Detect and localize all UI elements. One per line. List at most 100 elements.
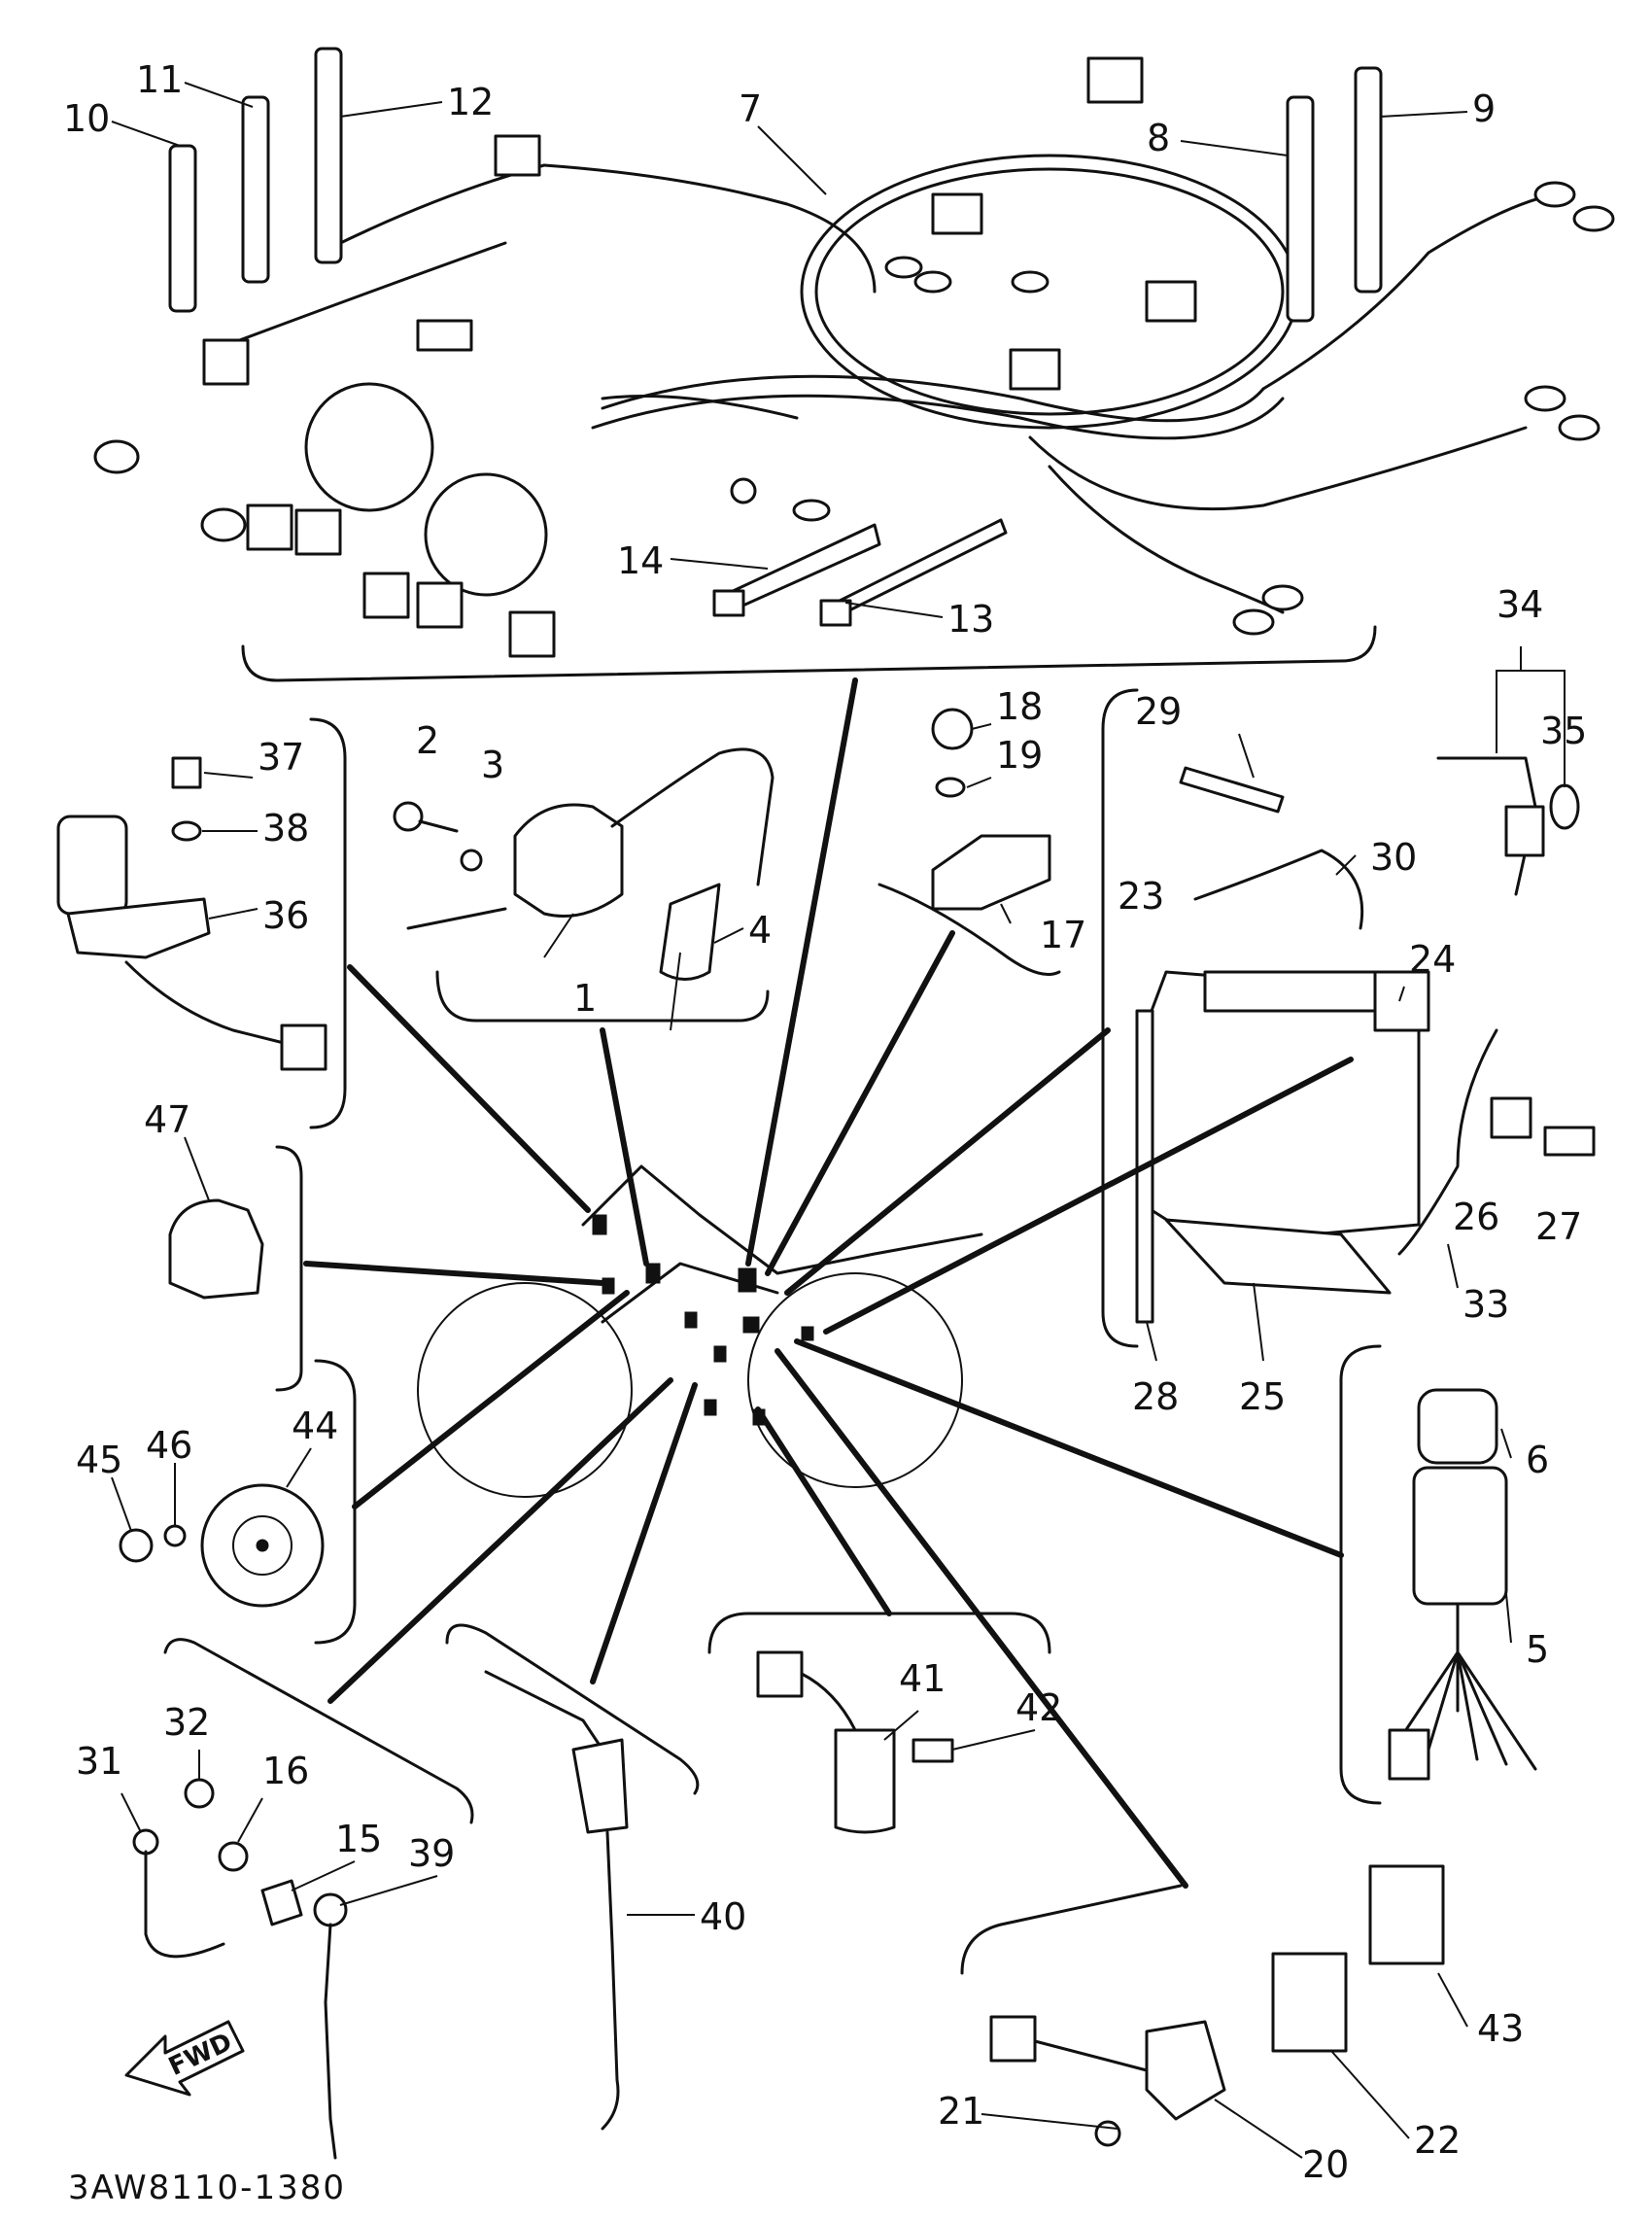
battery-lead-30 xyxy=(1193,849,1364,930)
cdi-leads xyxy=(1397,1602,1537,1771)
wire-harness-group xyxy=(93,47,1615,682)
rectifier-17 xyxy=(931,834,1051,911)
callout-33: 33 xyxy=(1463,1283,1509,1326)
starter-relay-20 xyxy=(1145,2020,1226,2121)
callout-20: 20 xyxy=(1302,2143,1349,2186)
thermo-lead xyxy=(324,1923,337,2160)
washer-38 xyxy=(171,820,202,842)
neutral-switch-41 xyxy=(834,1728,896,1834)
sensor-40-bracket xyxy=(445,1623,700,1795)
callout-16: 16 xyxy=(262,1750,309,1792)
callout-18: 18 xyxy=(996,685,1043,728)
thermo-switch-bracket xyxy=(163,1638,474,1824)
connection-markers xyxy=(592,1214,814,1426)
horn-bracket xyxy=(314,1359,357,1645)
main-switch-bracket xyxy=(309,717,347,1129)
harness-coupler-c xyxy=(1086,56,1144,104)
screw-18 xyxy=(931,708,974,750)
thermo-switch-15 xyxy=(260,1879,303,1926)
harness-group-bracket xyxy=(241,625,1377,682)
harness-branch-left-2 xyxy=(212,241,507,352)
sensor-40-lead xyxy=(484,1670,604,1752)
relay-47-group xyxy=(168,1145,303,1392)
callout-32: 32 xyxy=(163,1701,210,1744)
callout-14: 14 xyxy=(617,539,664,582)
cable-tie-10 xyxy=(168,144,197,313)
harness-coupler-h xyxy=(508,610,556,658)
callout-8: 8 xyxy=(1147,117,1170,159)
harness-branch-right-2 xyxy=(1028,426,1528,511)
cdi-coupler xyxy=(1388,1728,1430,1781)
callout-6: 6 xyxy=(1526,1439,1549,1481)
harness-branch-down xyxy=(1048,465,1285,614)
main-switch-coupler xyxy=(280,1024,327,1071)
callout-7: 7 xyxy=(739,87,762,130)
leader-lines xyxy=(303,677,1354,1889)
harness-loop-inner xyxy=(814,167,1285,416)
harness-coupler-l xyxy=(416,319,473,352)
fuse-holder xyxy=(1504,805,1545,857)
cdi-bracket xyxy=(1339,1344,1382,1805)
battery-group xyxy=(1101,688,1596,1348)
bolt-37 xyxy=(171,756,202,789)
callout-labels: 10 11 12 7 8 9 14 13 2 3 1 4 37 38 36 18… xyxy=(63,58,1587,2186)
harness-coupler-i xyxy=(1009,348,1061,391)
callout-leaders xyxy=(111,82,1566,2159)
ignition-coil-bracket xyxy=(435,970,770,1023)
battery-bracket xyxy=(1101,688,1139,1348)
battery-cover-24 xyxy=(1373,970,1430,1032)
callout-21: 21 xyxy=(938,2090,984,2133)
horn-group xyxy=(119,1359,357,1645)
harness-coupler-b xyxy=(494,134,541,177)
bolt-27 xyxy=(1543,1126,1596,1157)
sensor-40-group xyxy=(445,1623,700,2131)
callout-23: 23 xyxy=(1118,875,1164,918)
harness-bullet-terminals xyxy=(93,181,1615,636)
harness-spiral-sheath xyxy=(601,395,799,420)
callout-41: 41 xyxy=(899,1657,946,1700)
vehicle-silhouette xyxy=(417,1164,983,1498)
relay-22 xyxy=(1271,1952,1348,2053)
starter-relay-group xyxy=(960,1864,1445,2147)
callout-35: 35 xyxy=(1540,710,1587,752)
main-switch-stay xyxy=(66,897,211,959)
spark-plug-cap xyxy=(659,883,721,981)
callout-28: 28 xyxy=(1132,1375,1179,1418)
sensor-40-cable xyxy=(601,1830,620,2131)
relay-47-bracket xyxy=(275,1145,303,1392)
starter-relay-bracket xyxy=(960,1884,1183,1975)
neutral-switch-coupler xyxy=(756,1650,804,1698)
ignition-coil-group xyxy=(393,747,774,1023)
washer-46 xyxy=(163,1524,187,1547)
callout-37: 37 xyxy=(258,736,304,779)
callout-36: 36 xyxy=(262,894,309,937)
thermo-switch-group xyxy=(132,1638,474,2160)
cable-tie-14-head xyxy=(712,589,745,617)
thermo-cap-39 xyxy=(313,1892,348,1927)
neutral-switch-group xyxy=(707,1612,1051,1834)
starter-coupler xyxy=(989,2015,1037,2063)
callout-19: 19 xyxy=(996,734,1043,777)
callout-27: 27 xyxy=(1535,1205,1582,1248)
relay-47 xyxy=(168,1198,264,1300)
washer-19 xyxy=(935,777,966,798)
rectifier-bracket xyxy=(878,883,1061,976)
harness-coupler-j xyxy=(1145,280,1197,323)
battery-minus-lead-33 xyxy=(1397,1028,1498,1256)
harness-coupler-e xyxy=(294,508,342,556)
callout-10: 10 xyxy=(63,97,110,140)
coil-washer-3 xyxy=(460,849,483,872)
screw-42 xyxy=(912,1738,954,1763)
callout-38: 38 xyxy=(262,807,309,850)
callout-34: 34 xyxy=(1497,583,1543,626)
harness-coupler-f xyxy=(362,572,410,619)
callout-42: 42 xyxy=(1015,1686,1062,1729)
forward-arrow: FWD xyxy=(124,2020,245,2097)
rear-wheel xyxy=(747,1272,963,1488)
battery-top-terminals xyxy=(1203,970,1392,1013)
callout-46: 46 xyxy=(146,1424,192,1467)
harness-main-wire-2 xyxy=(601,374,1265,423)
bolt-45 xyxy=(119,1528,154,1563)
harness-coupler-d xyxy=(246,503,293,551)
battery-band-29 xyxy=(1179,766,1285,814)
